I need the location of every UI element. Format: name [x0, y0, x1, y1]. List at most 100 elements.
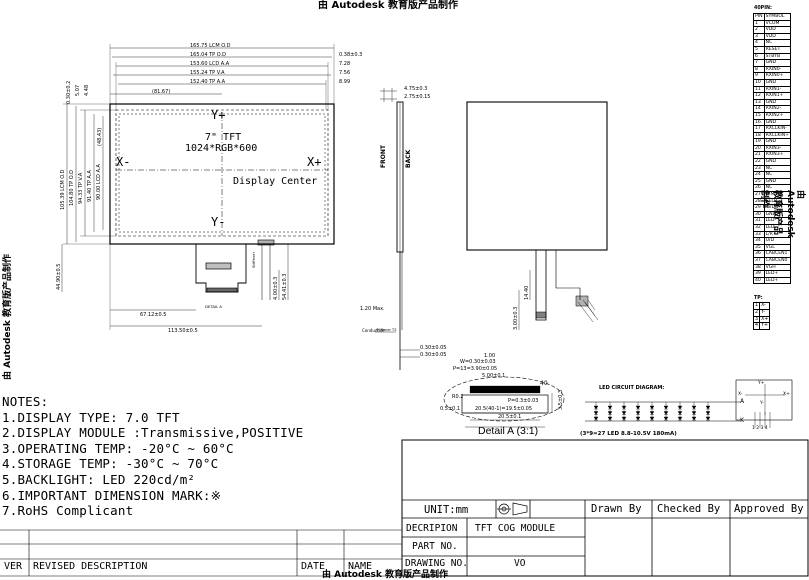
tp-pin-symbol: Y-: [759, 308, 771, 317]
dim-lcm-od: 165.75 LCM O.D: [190, 43, 231, 49]
fpc-dim-4: 5.00±0.1: [482, 373, 506, 379]
pin-number: 10: [753, 78, 765, 87]
pin-symbol: STBYB: [763, 52, 792, 61]
led-diode: [677, 411, 683, 415]
pin-header: PIN: [753, 13, 765, 21]
pin-symbol: LED-: [763, 224, 792, 232]
led-diode: [649, 416, 655, 421]
notes: NOTES: 1.DISPLAY TYPE: 7.0 TFT 2.DISPLAY…: [2, 394, 303, 519]
tp-y-plus: Y+: [758, 381, 765, 386]
pin-number: 8: [753, 65, 765, 74]
note-2: 2.DISPLAY MODULE :Transmissive,POSITIVE: [2, 425, 304, 441]
note-7: 7.RoHS Complicant: [2, 503, 134, 519]
pin-number: 23: [753, 164, 765, 173]
led-cathode: K: [740, 417, 744, 424]
dim-left-small-3: 4.48: [84, 84, 90, 96]
note-4: 4.STORAGE TEMP: -30°C ~ 70°C: [2, 456, 219, 472]
led-diode: [677, 416, 683, 421]
pin-number: 34: [753, 237, 765, 245]
lcm-outline: [109, 103, 335, 245]
tp-diagram: [735, 379, 793, 428]
resolution-label: 1024*RGB*600: [185, 143, 258, 154]
pin-number: 39: [753, 270, 765, 278]
pin-symbol: RXIN0-: [763, 65, 792, 74]
pin-symbol: VCOM: [763, 19, 792, 28]
tp-fpc: [257, 239, 275, 246]
part-no-label: PART NO.: [412, 541, 458, 552]
pin-number: 11: [753, 85, 765, 94]
pin-symbol: RXIN3-: [763, 144, 792, 153]
note-6: 6.IMPORTANT DIMENSION MARK:※: [2, 487, 222, 503]
note-1: 1.DISPLAY TYPE: 7.0 TFT: [2, 409, 180, 425]
pin-number: 17: [753, 125, 765, 133]
pin-number: 31: [753, 217, 765, 225]
tp-x-plus: X+: [783, 392, 790, 397]
detail-radius: R0.2: [452, 394, 464, 400]
pin-symbol: GND: [763, 78, 792, 87]
led-diode: [593, 411, 599, 415]
pin-table-title: 40PIN:: [754, 6, 772, 11]
rear-outline: [466, 101, 608, 251]
pin-number: 20: [753, 144, 765, 153]
pin-number: 30: [753, 210, 765, 219]
tp-pin-symbol: X+: [759, 315, 771, 324]
title-block-lines: [0, 439, 809, 577]
approved-by-label: Approved By: [734, 503, 804, 515]
dim-left-lcm: 105.39 LCM O.D: [60, 169, 66, 210]
led-diode: [663, 405, 669, 410]
pin-number: 26: [753, 184, 765, 193]
side-dim-1: 4.75±0.3: [404, 86, 428, 92]
display-center-label: Display Center: [233, 176, 318, 187]
led-diode: [649, 405, 655, 410]
fpc-dim-2: W=0.30±0.03: [460, 359, 496, 365]
pin-number: 2: [753, 26, 765, 34]
led-diode: [705, 411, 711, 415]
description-label: DECRIPION: [406, 523, 458, 534]
drawing-no-value: VO: [514, 558, 526, 569]
header-stamp: 由 Autodesk 教育版产品制作: [318, 0, 459, 11]
pin-symbol: VGL: [763, 243, 792, 252]
dim-right-3: 7.56: [339, 70, 351, 76]
dim-tp-fpc-1: 4.00±0.3: [273, 276, 279, 300]
led-diode: [607, 416, 613, 421]
led-diode: [705, 416, 711, 421]
pin-symbol: DIMO: [763, 191, 792, 199]
led-diode: [691, 411, 697, 415]
pin-number: 18: [753, 131, 765, 140]
fpc-contacts: [206, 287, 238, 293]
led-diode: [663, 411, 669, 415]
name-label: NAME: [348, 561, 373, 572]
side-dim-max: 1.20 Max.: [360, 306, 385, 312]
led-diode: [593, 405, 599, 410]
notes-title: NOTES:: [2, 394, 49, 409]
pin-symbol: RXIN0+: [763, 72, 792, 80]
led-diode: [649, 411, 655, 415]
pin-symbol: GND: [763, 158, 792, 166]
rear-fpc: [535, 250, 547, 321]
led-diode: [593, 416, 599, 421]
led-grid: [593, 402, 711, 421]
side-dim-5: 0.30±0.05: [420, 345, 447, 351]
pin-array: [469, 385, 541, 394]
pin-symbol: GND: [763, 138, 792, 146]
led-anode: A: [740, 398, 745, 405]
unit-label: UNIT:mm: [424, 504, 469, 516]
symbol-header: SYMBOL: [763, 13, 792, 21]
pin-symbol: RXIN3+: [763, 151, 792, 160]
pin-symbol: CABCEN0: [763, 256, 792, 265]
pin-number: 27: [753, 191, 765, 199]
pin-number: 28: [753, 197, 765, 206]
pin-symbol: U/D: [763, 237, 792, 245]
dim-inner: (48.43): [97, 127, 103, 146]
